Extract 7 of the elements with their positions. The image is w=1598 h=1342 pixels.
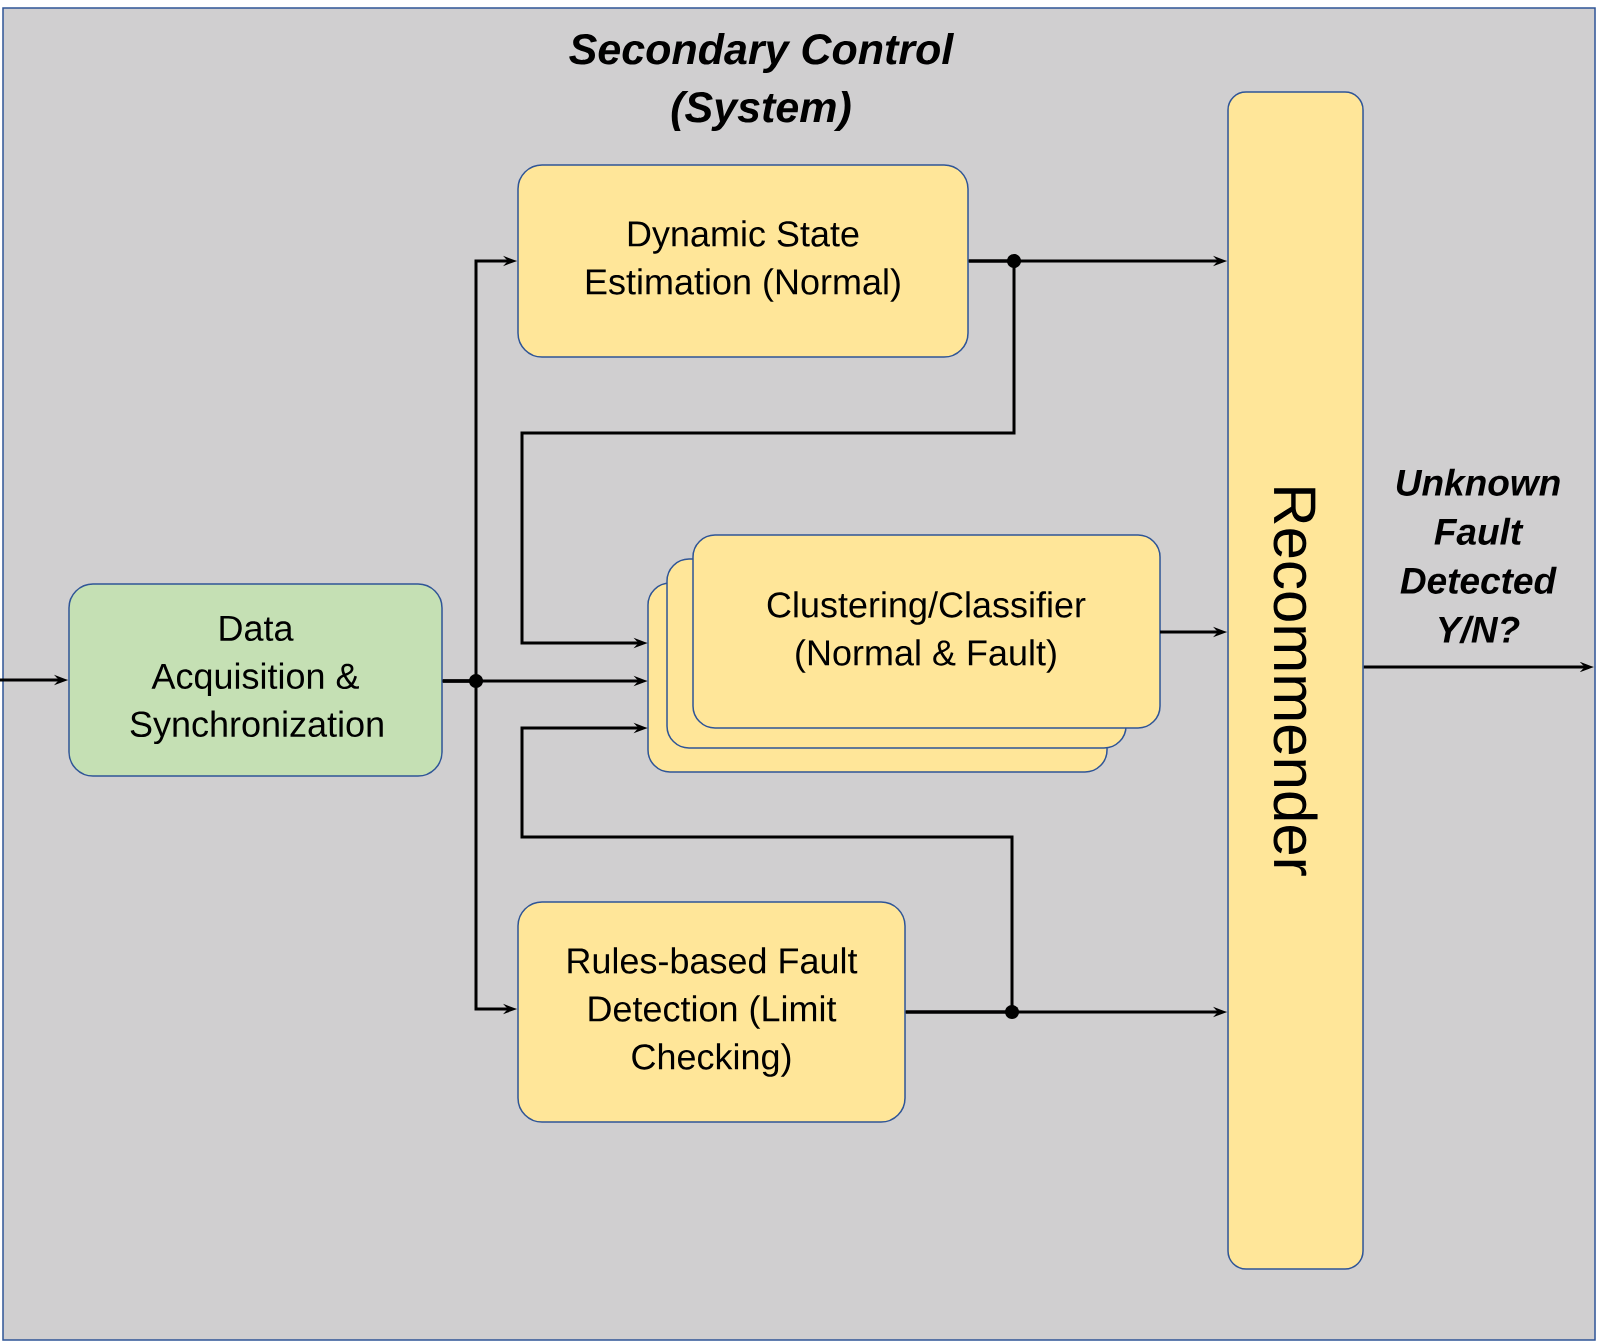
recommender-bar: Recommender xyxy=(1227,91,1364,1270)
process-box: Data Acquisition & Synchronization xyxy=(68,583,443,777)
edge-label: Unknown Fault Detected Y/N? xyxy=(1396,468,1560,644)
process-box: Dynamic State Estimation (Normal) xyxy=(517,164,969,358)
arrow xyxy=(520,722,1014,1014)
stacked-process-box: Clustering/Classifier (Normal & Fault) xyxy=(647,534,1161,773)
process-box: Rules-based Fault Detection (Limit Checking) xyxy=(517,901,906,1123)
